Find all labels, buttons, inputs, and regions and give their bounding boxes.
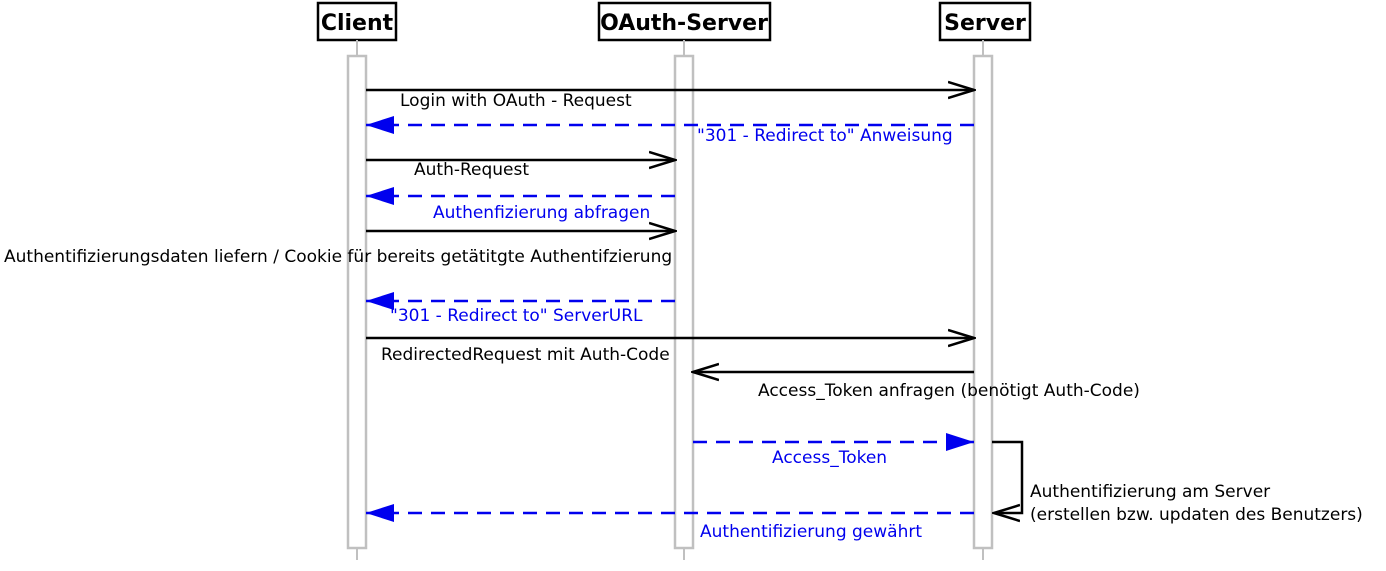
- message-label: Authenfizierung abfragen: [433, 203, 650, 223]
- message-label: Authentifizierung gewährt: [700, 522, 922, 542]
- message-login-request: Login with OAuth - Request: [366, 90, 974, 111]
- message-auth-request: Auth-Request: [366, 160, 675, 180]
- message-redirect-server-url: "301 - Redirect to" ServerURL: [366, 292, 675, 326]
- participant-client: Client: [316, 1, 398, 42]
- lifelines: [346, 40, 994, 560]
- message-label: Auth-Request: [414, 160, 529, 180]
- message-request-authentication: Authenfizierung abfragen: [366, 187, 675, 223]
- participant-server: Server: [938, 1, 1032, 42]
- message-label: RedirectedRequest mit Auth-Code: [381, 345, 670, 365]
- message-deliver-credentials: Authentifizierungsdaten liefern / Cookie…: [4, 231, 675, 267]
- message-server-authentication: Authentifizierung am Server (erstellen b…: [992, 440, 1363, 525]
- activation-bar-client: [346, 54, 368, 550]
- message-label: "301 - Redirect to" Anweisung: [697, 126, 953, 146]
- message-label: Login with OAuth - Request: [400, 91, 632, 111]
- activation-bar-server: [972, 54, 994, 550]
- message-label-line-2: (erstellen bzw. updaten des Benutzers): [1030, 505, 1363, 525]
- message-label: Authentifizierungsdaten liefern / Cookie…: [4, 247, 672, 267]
- self-message-arrow: [992, 440, 1024, 513]
- activation-bar-oauth-server: [673, 54, 695, 550]
- message-redirected-request: RedirectedRequest mit Auth-Code: [366, 338, 974, 365]
- message-label: "301 - Redirect to" ServerURL: [390, 306, 643, 326]
- message-access-token: Access_Token: [693, 433, 974, 468]
- participant-server-label: Server: [944, 11, 1026, 36]
- participant-client-label: Client: [321, 11, 394, 36]
- message-authentication-granted: Authentifizierung gewährt: [366, 504, 974, 542]
- message-label: Access_Token: [772, 448, 887, 468]
- message-request-access-token: Access_Token anfragen (benötigt Auth-Cod…: [693, 372, 1140, 401]
- message-redirect-instruction: "301 - Redirect to" Anweisung: [366, 116, 974, 146]
- message-label-line-1: Authentifizierung am Server: [1030, 482, 1270, 502]
- participant-oauth-server-label: OAuth-Server: [600, 11, 768, 36]
- participant-oauth-server: OAuth-Server: [597, 1, 772, 42]
- message-label: Access_Token anfragen (benötigt Auth-Cod…: [758, 381, 1140, 401]
